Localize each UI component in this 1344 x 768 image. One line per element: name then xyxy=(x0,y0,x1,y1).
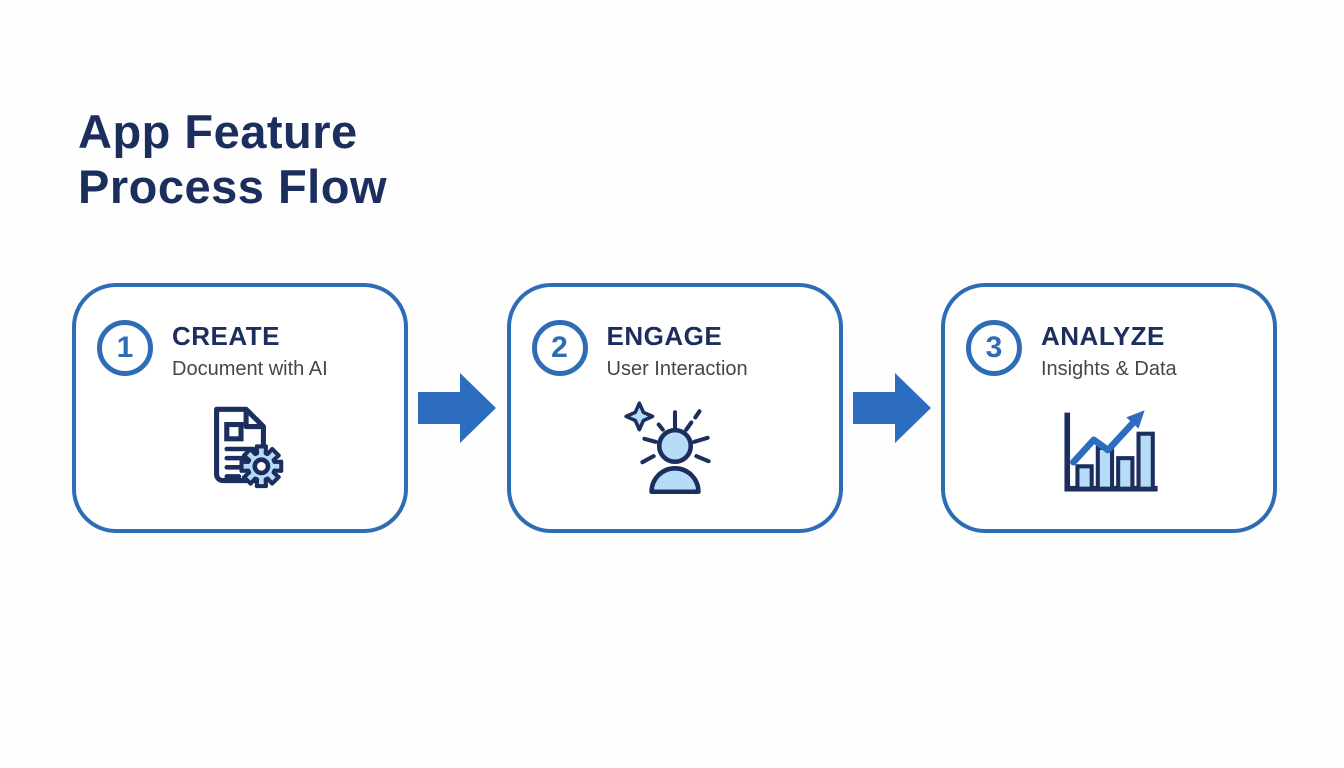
document-gear-icon xyxy=(214,406,284,489)
step-number-badge: 1 xyxy=(97,320,153,376)
step-card-header: 2 ENGAGE User Interaction xyxy=(511,287,839,381)
step-sublabel: Document with AI xyxy=(172,358,328,380)
flow-connector xyxy=(418,373,497,443)
step-number-badge: 2 xyxy=(531,320,588,376)
user-sparkle-icon xyxy=(623,401,711,495)
page-title: App Feature Process Flow xyxy=(78,105,387,214)
step-titles: ENGAGE User Interaction xyxy=(607,318,748,381)
step-label: ANALYZE xyxy=(1041,321,1165,351)
step-card-create: 1 CREATE Document with AI xyxy=(72,283,408,533)
step-card-header: 1 CREATE Document with AI xyxy=(76,287,404,381)
right-arrow-icon xyxy=(852,373,931,443)
step-card-analyze: 3 ANALYZE Insights & Data xyxy=(941,283,1277,533)
flow-connector xyxy=(852,373,931,443)
step-titles: ANALYZE Insights & Data xyxy=(1041,318,1177,381)
right-arrow-icon xyxy=(418,373,497,443)
step-icon-wrap xyxy=(511,381,839,529)
step-label: ENGAGE xyxy=(606,321,723,351)
step-number-badge: 3 xyxy=(966,320,1022,376)
step-card-engage: 2 ENGAGE User Interaction xyxy=(506,283,843,533)
step-sublabel: Insights & Data xyxy=(1041,358,1177,380)
step-icon-wrap xyxy=(945,381,1273,529)
step-card-header: 3 ANALYZE Insights & Data xyxy=(945,287,1273,381)
step-titles: CREATE Document with AI xyxy=(172,318,328,381)
step-icon-wrap xyxy=(76,381,404,529)
step-sublabel: User Interaction xyxy=(606,358,748,380)
step-label: CREATE xyxy=(172,321,280,351)
process-flow: 1 CREATE Document with AI xyxy=(72,283,1277,533)
bar-chart-growth-icon xyxy=(1064,410,1158,492)
